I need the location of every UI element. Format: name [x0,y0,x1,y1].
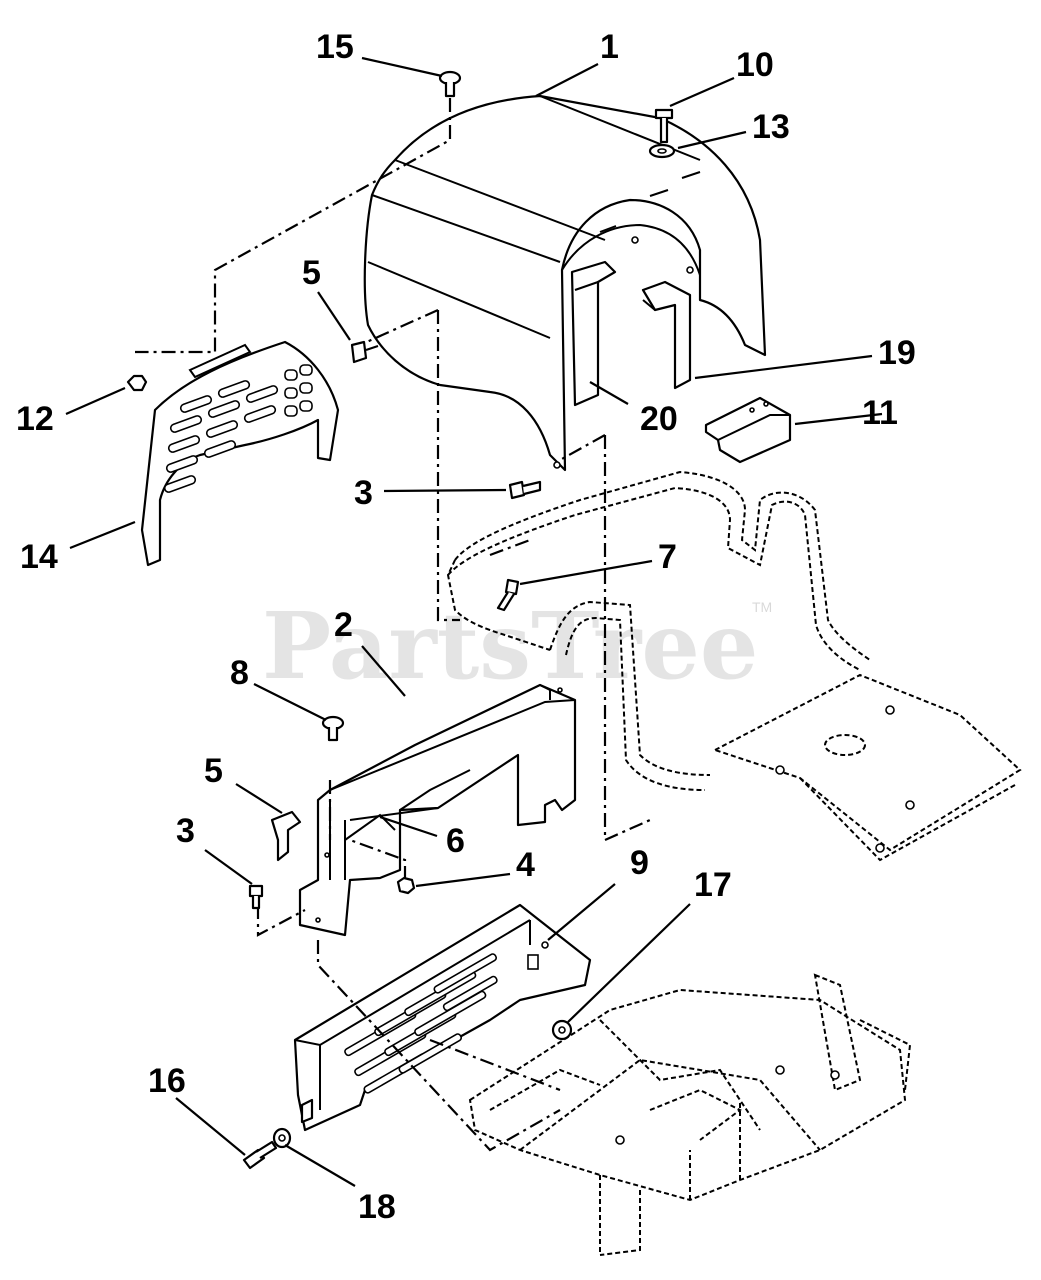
frame-assembly [446,470,1022,862]
floor-grille-slots [344,953,498,1094]
callout-2[interactable]: 2 [334,606,353,644]
callout-20[interactable]: 20 [640,400,678,438]
callout-labels: 15 1 10 13 5 19 12 20 11 3 14 7 2 8 5 6 … [16,28,916,1226]
callout-3-upper[interactable]: 3 [354,474,373,512]
callout-12[interactable]: 12 [16,400,54,438]
callout-5-upper[interactable]: 5 [302,254,321,292]
washer-17[interactable] [551,1019,573,1041]
callout-3-lower[interactable]: 3 [176,812,195,850]
push-pin-8[interactable] [321,715,345,742]
callout-13[interactable]: 13 [752,108,790,146]
callout-8[interactable]: 8 [230,654,249,692]
callout-14[interactable]: 14 [20,538,58,576]
screw-3-lower[interactable] [248,884,264,910]
callout-1[interactable]: 1 [600,28,619,66]
bolt-16[interactable] [242,1140,278,1170]
part-floor-grille-plate[interactable] [293,903,592,1132]
part-bracket-11[interactable] [704,396,792,464]
callout-15[interactable]: 15 [316,28,354,66]
nut-4[interactable] [396,876,416,895]
push-pin-15[interactable] [438,70,462,98]
clip-5-lower[interactable] [270,810,302,862]
callout-4[interactable]: 4 [516,846,535,884]
lower-chassis [468,973,912,1256]
screw-7[interactable] [496,578,520,612]
callout-7[interactable]: 7 [658,538,677,576]
washer-18[interactable] [272,1127,292,1149]
callout-10[interactable]: 10 [736,46,774,84]
callout-11[interactable]: 11 [862,394,898,432]
bolt-10[interactable] [654,108,674,144]
callout-16[interactable]: 16 [148,1062,186,1100]
trademark-text: TM [752,599,772,615]
callout-19[interactable]: 19 [878,334,916,372]
callout-6[interactable]: 6 [446,822,465,860]
callout-5-lower[interactable]: 5 [204,752,223,790]
callout-17[interactable]: 17 [694,866,732,904]
nut-12[interactable] [126,374,148,392]
screw-3-upper[interactable] [508,480,542,500]
hardware [126,70,676,1170]
leader-lines [65,56,883,1187]
part-center-tunnel-cover[interactable] [298,683,577,937]
wire-6[interactable] [344,813,396,841]
watermark-text: PartsTree [262,592,758,700]
grille-slots [163,364,313,493]
part-hood-cover[interactable] [363,94,767,472]
assembly-lines [135,98,651,1152]
callout-9[interactable]: 9 [630,844,649,882]
callout-18[interactable]: 18 [358,1188,396,1226]
clip-5-upper[interactable] [350,340,379,364]
part-side-grille-panel[interactable] [140,340,340,567]
